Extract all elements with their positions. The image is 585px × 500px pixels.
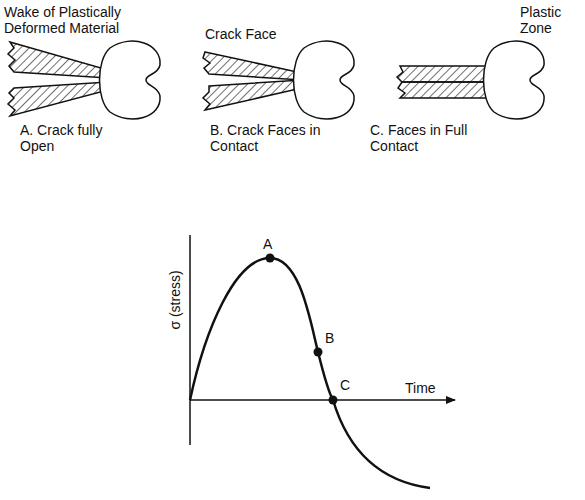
wake-label: Wake of Plastically Deformed Material bbox=[4, 4, 164, 36]
axis-label: Time bbox=[405, 380, 436, 396]
time-axis bbox=[190, 399, 455, 401]
crack-face-label: Crack Face bbox=[205, 26, 305, 42]
plastic-zone-label: Plastic Zone bbox=[520, 4, 580, 36]
point-marker bbox=[329, 396, 338, 405]
point-marker bbox=[314, 348, 323, 357]
open-crack-figure bbox=[8, 41, 160, 119]
stress-curve bbox=[190, 258, 430, 488]
axis-label: σ (stress) bbox=[167, 270, 183, 329]
figure-caption: B. Crack Faces in Contact bbox=[210, 122, 328, 154]
point-label: A bbox=[263, 236, 272, 252]
closed-crack-figure bbox=[397, 41, 544, 119]
figure-caption: A. Crack fully Open bbox=[20, 122, 130, 154]
point-marker bbox=[266, 254, 275, 263]
stress-time-graph bbox=[190, 235, 455, 488]
stress-axis bbox=[189, 235, 191, 445]
point-label: B bbox=[325, 330, 334, 346]
figure-caption: C. Faces in Full Contact bbox=[370, 122, 488, 154]
point-label: C bbox=[340, 377, 350, 393]
contact-crack-figure bbox=[203, 41, 354, 119]
